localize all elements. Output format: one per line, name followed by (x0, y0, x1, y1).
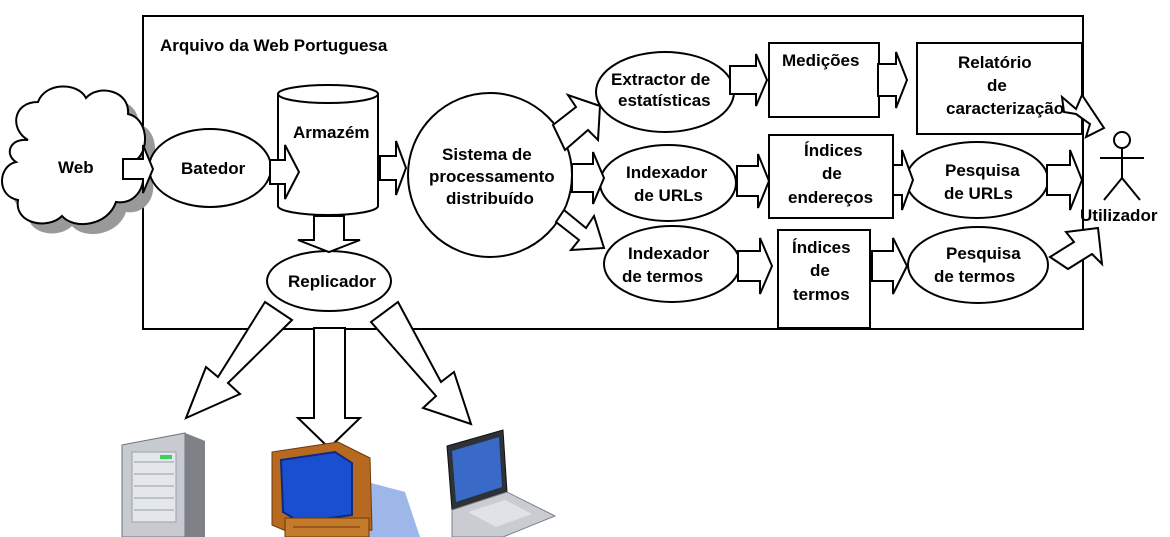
indices-termos-line-1: Índices (792, 238, 851, 257)
indices-termos-line-3: termos (793, 285, 850, 304)
arrow-sistema-to-indexador-urls (571, 151, 606, 205)
arrow-pesquisa-urls-to-utilizador (1046, 149, 1084, 211)
sistema-line-3: distribuído (446, 189, 534, 208)
pesquisa-urls-line-2: de URLs (944, 184, 1013, 203)
replicador-label: Replicador (288, 272, 376, 291)
extractor-line-2: estatísticas (618, 91, 711, 110)
medicoes-label: Medições (782, 51, 859, 70)
pesquisa-urls-line-1: Pesquisa (945, 161, 1020, 180)
indexador-urls-line-1: Indexador (626, 163, 708, 182)
arrow-sistema-to-extractor (551, 93, 602, 152)
indices-enderecos-line-1: Índices (804, 141, 863, 160)
arrow-indices-to-pesquisa-urls (892, 149, 915, 211)
indices-termos-box (777, 229, 871, 329)
relatorio-line-1: Relatório (958, 53, 1032, 72)
indices-enderecos-line-3: endereços (788, 188, 873, 207)
arrow-web-to-batedor (122, 144, 155, 194)
arrow-indexador-termos-to-indices (737, 237, 774, 295)
arrow-extractor-to-medicoes (729, 53, 769, 107)
arrow-relatorio-to-utilizador (1060, 92, 1106, 139)
medicoes-box (768, 42, 880, 118)
indexador-urls-node (599, 144, 737, 222)
indexador-urls-line-2: de URLs (634, 186, 703, 205)
arrow-replicador-to-laptop (369, 300, 473, 426)
relatorio-line-3: caracterização (946, 99, 1064, 118)
arrow-batedor-to-armazem (269, 144, 301, 200)
armazem-storage-cylinder: Armazém (277, 84, 379, 216)
server-icon (121, 432, 205, 537)
arrow-replicador-to-desktop (295, 327, 363, 450)
indexador-termos-line-1: Indexador (628, 244, 710, 263)
sistema-line-2: processamento (429, 167, 555, 186)
web-label: Web (58, 158, 94, 177)
indices-enderecos-line-2: de (822, 164, 842, 183)
pesquisa-termos-line-1: Pesquisa (946, 244, 1021, 263)
flow-arrows (122, 51, 1106, 450)
desktop-computer-icon (271, 441, 420, 537)
batedor-label: Batedor (181, 159, 246, 178)
laptop-icon (446, 429, 557, 537)
arrow-pesquisa-termos-to-utilizador (1048, 226, 1104, 271)
pesquisa-urls-node (905, 141, 1049, 219)
arrow-medicoes-to-relatorio (877, 51, 909, 109)
relatorio-box (916, 42, 1083, 135)
arrow-indexador-urls-to-indices (736, 153, 771, 209)
arrow-armazem-to-sistema (379, 140, 408, 196)
web-cloud: Web (1, 85, 156, 235)
utilizador-label: Utilizador (1080, 206, 1158, 225)
arrow-replicador-to-server (184, 300, 294, 420)
arrow-indices-to-pesquisa-termos (871, 237, 909, 295)
armazem-label: Armazém (293, 123, 370, 142)
indices-termos-line-2: de (810, 261, 830, 280)
relatorio-line-2: de (987, 76, 1007, 95)
pesquisa-termos-node (907, 226, 1049, 304)
extractor-line-1: Extractor de (611, 70, 710, 89)
utilizador-actor-icon (1100, 131, 1144, 201)
pesquisa-termos-line-2: de termos (934, 267, 1015, 286)
arrow-sistema-to-indexador-termos (554, 208, 606, 252)
sistema-line-1: Sistema de (442, 145, 532, 164)
indexador-termos-node (603, 225, 741, 303)
indices-enderecos-box (768, 134, 894, 219)
indexador-termos-line-2: de termos (622, 267, 703, 286)
frame-title: Arquivo da Web Portuguesa (160, 36, 388, 55)
arrow-armazem-to-replicador (297, 215, 361, 254)
